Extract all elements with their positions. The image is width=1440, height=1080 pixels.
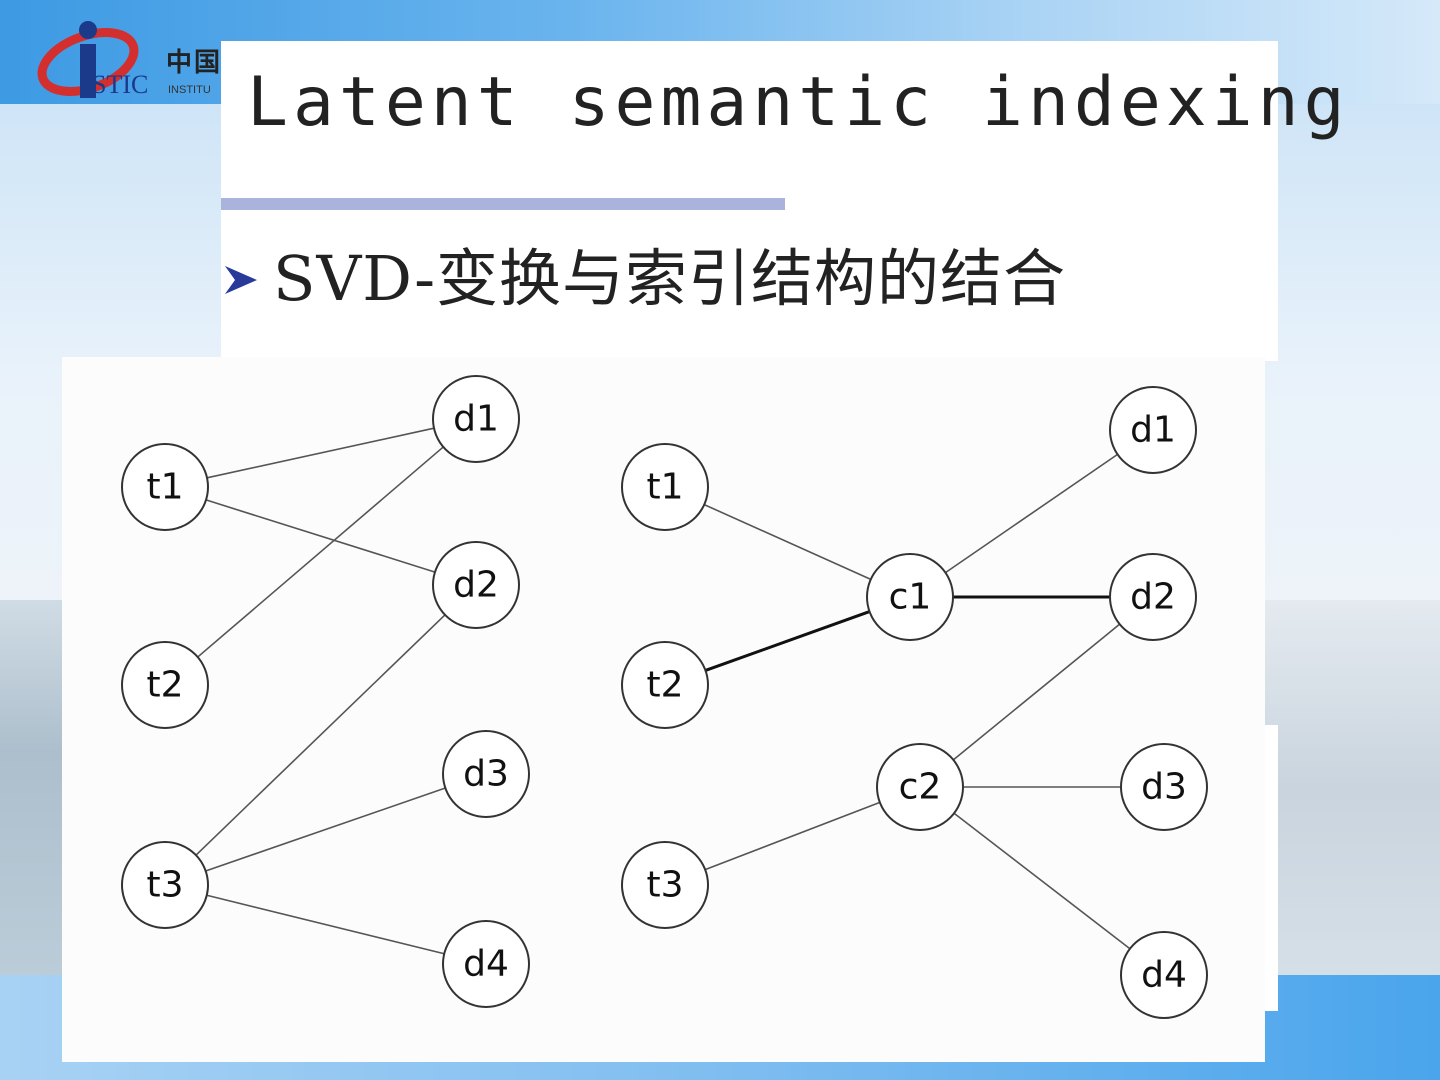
title-panel: Latent semantic indexing SVD-变换与索引结构的结合 xyxy=(221,41,1345,361)
edges-layer xyxy=(195,427,1131,955)
left-node-t1: t1 xyxy=(121,443,209,531)
left-node-circle-t2 xyxy=(121,641,209,729)
logo-subtitle: INSTITU xyxy=(168,84,211,96)
left-node-t3: t3 xyxy=(121,841,209,929)
left-node-label-t3: t3 xyxy=(146,865,183,906)
right-node-label-d4: d4 xyxy=(1141,955,1187,996)
bullet-item: SVD-变换与索引结构的结合 xyxy=(221,233,1066,315)
right-node-c1: c1 xyxy=(866,553,954,641)
logo-text: STIC xyxy=(92,70,149,99)
right-node-circle-d1 xyxy=(1109,386,1197,474)
right-node-circle-d3 xyxy=(1120,743,1208,831)
left-node-circle-t3 xyxy=(121,841,209,929)
right-edge-t2-c1 xyxy=(704,610,871,672)
right-node-t2: t2 xyxy=(621,641,709,729)
nodes-layer: t1 t2 t3 d1 d2 d3 d4 t1 t2 t3 c1 c2 d1 d2 d3 d4 xyxy=(121,375,1208,1019)
left-node-label-d4: d4 xyxy=(463,944,509,985)
left-edge-t3-d4 xyxy=(206,894,445,955)
right-edge-t3-c2 xyxy=(704,801,881,871)
right-node-circle-c1 xyxy=(866,553,954,641)
left-node-label-t2: t2 xyxy=(146,665,183,706)
left-node-circle-d3 xyxy=(442,730,530,818)
right-node-circle-d2 xyxy=(1109,553,1197,641)
right-node-d1: d1 xyxy=(1109,386,1197,474)
right-node-c2: c2 xyxy=(876,743,964,831)
right-node-circle-t3 xyxy=(621,841,709,929)
title-underline xyxy=(221,198,785,210)
logo-chinese-text: 中国 xyxy=(166,48,223,78)
right-node-d4: d4 xyxy=(1120,931,1208,1019)
left-node-d4: d4 xyxy=(442,920,530,1008)
left-node-label-d1: d1 xyxy=(453,399,499,440)
slide-title: Latent semantic indexing xyxy=(247,63,1350,142)
left-node-circle-t1 xyxy=(121,443,209,531)
bullet-text: SVD-变换与索引结构的结合 xyxy=(273,242,1067,315)
right-edge-t1-c1 xyxy=(703,503,872,581)
left-node-circle-d4 xyxy=(442,920,530,1008)
right-node-t1: t1 xyxy=(621,443,709,531)
panel-edge xyxy=(1264,725,1278,1011)
background-photo-left xyxy=(0,600,70,980)
right-node-label-t3: t3 xyxy=(646,865,683,906)
left-edge-t3-d2 xyxy=(195,614,446,856)
diagram-panel: t1 t2 t3 d1 d2 d3 d4 t1 t2 t3 c1 c2 d1 d2 d3 d4 xyxy=(62,357,1265,1062)
right-node-circle-c2 xyxy=(876,743,964,831)
right-node-circle-t2 xyxy=(621,641,709,729)
left-edge-t1-d1 xyxy=(206,427,435,479)
lsi-graph-diagram: t1 t2 t3 d1 d2 d3 d4 t1 t2 t3 c1 c2 d1 d2 d3 d4 xyxy=(121,375,1208,1019)
right-node-label-d3: d3 xyxy=(1141,767,1187,808)
left-node-circle-d2 xyxy=(432,541,520,629)
right-node-d3: d3 xyxy=(1120,743,1208,831)
right-node-t3: t3 xyxy=(621,841,709,929)
right-node-d2: d2 xyxy=(1109,553,1197,641)
left-node-circle-d1 xyxy=(432,375,520,463)
left-node-d3: d3 xyxy=(442,730,530,818)
right-node-circle-t1 xyxy=(621,443,709,531)
arrow-bullet-icon xyxy=(225,266,257,294)
left-node-label-d2: d2 xyxy=(453,565,499,606)
right-node-label-d2: d2 xyxy=(1130,577,1176,618)
right-node-label-c1: c1 xyxy=(889,577,932,618)
left-edge-t3-d3 xyxy=(205,787,446,872)
left-edge-t2-d1 xyxy=(197,446,444,658)
left-node-d1: d1 xyxy=(432,375,520,463)
right-node-label-t1: t1 xyxy=(646,467,683,508)
right-edge-c2-d4 xyxy=(953,812,1131,950)
left-node-label-d3: d3 xyxy=(463,754,509,795)
left-edge-t1-d2 xyxy=(205,499,436,573)
left-node-t2: t2 xyxy=(121,641,209,729)
right-node-label-c2: c2 xyxy=(899,767,942,808)
right-node-circle-d4 xyxy=(1120,931,1208,1019)
right-node-label-t2: t2 xyxy=(646,665,683,706)
background-photo-right xyxy=(1265,600,1440,980)
right-edge-c2-d2 xyxy=(952,623,1121,761)
right-node-label-d1: d1 xyxy=(1130,410,1176,451)
left-node-label-t1: t1 xyxy=(146,467,183,508)
istic-logo-icon xyxy=(37,21,139,98)
right-edge-c1-d1 xyxy=(944,453,1119,574)
left-node-d2: d2 xyxy=(432,541,520,629)
